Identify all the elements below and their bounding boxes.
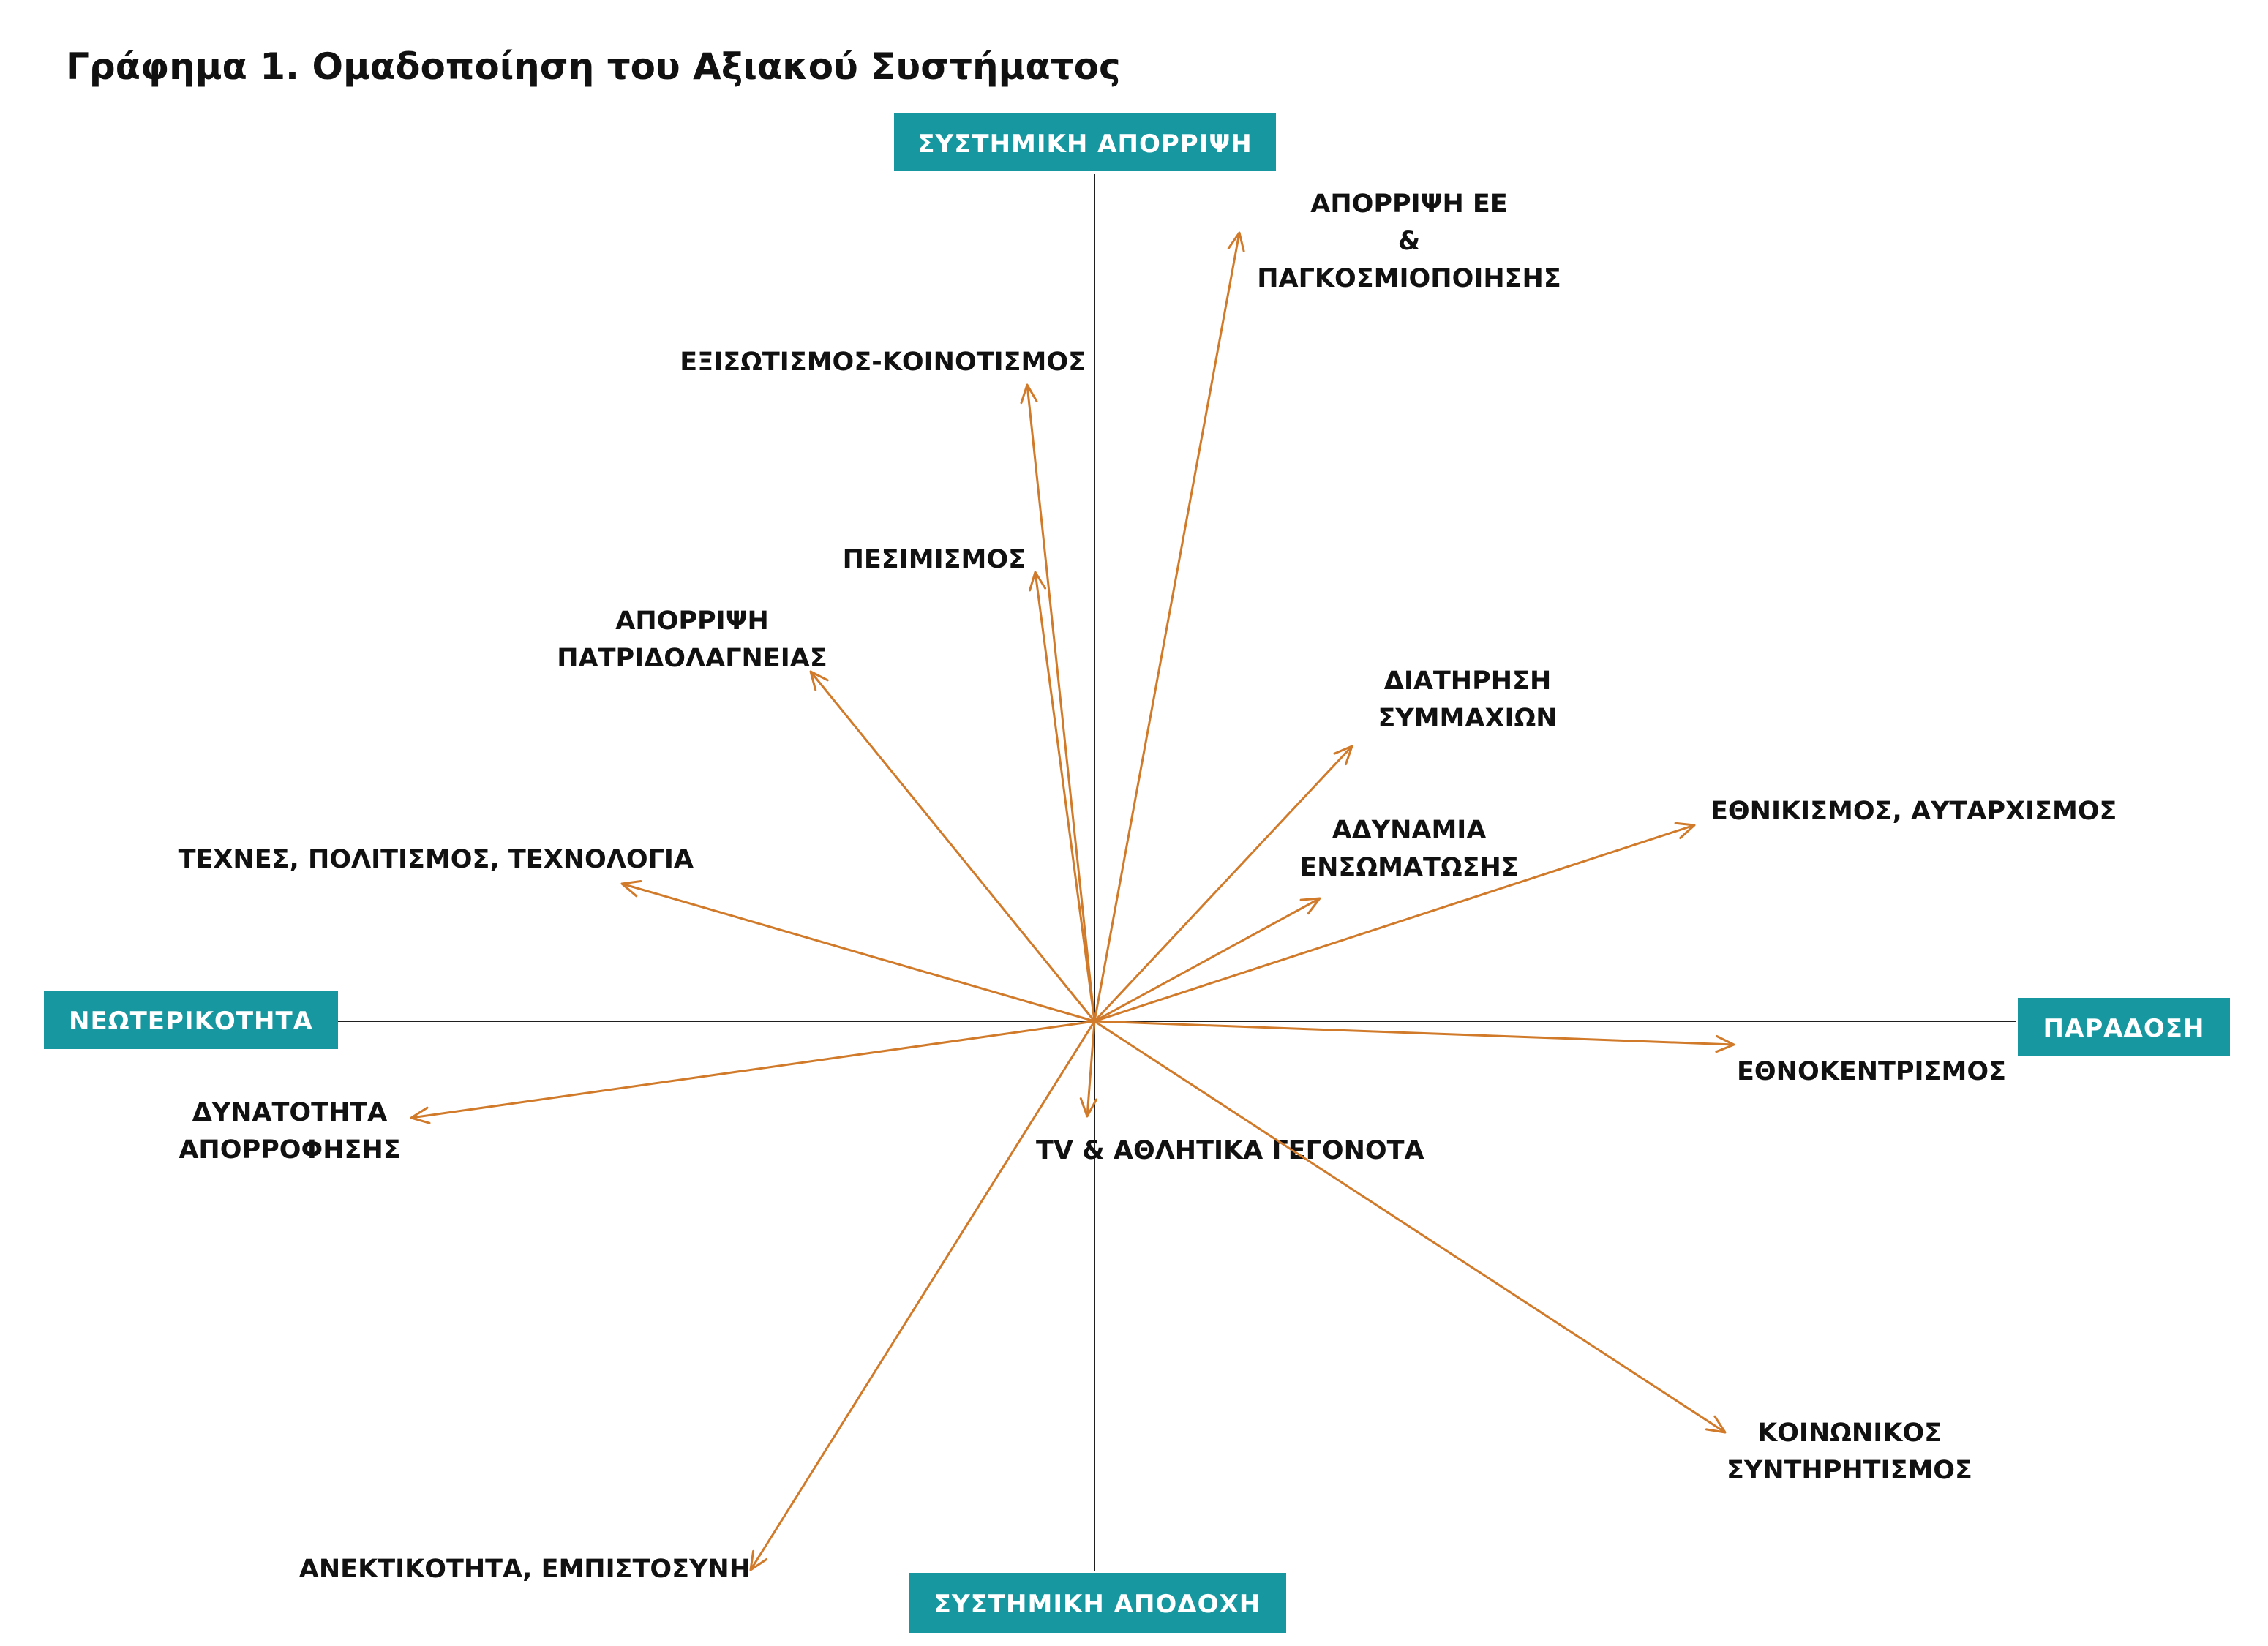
arrow-head-icon [1227, 231, 1245, 252]
vector-line-tv-sports-events [1086, 1021, 1096, 1117]
vector-line-rejection-chauvinism [809, 671, 1096, 1022]
arrow-head-icon [620, 880, 642, 898]
vector-label-line: ΠΑΓΚΟΣΜΙΟΠΟΙΗΣΗΣ [1257, 264, 1561, 293]
vector-label-tolerance-trust: ΑΝΕΚΤΙΚΟΤΗΤΑ, ΕΜΠΙΣΤΟΣΥΝΗ [299, 1555, 751, 1584]
vector-label-absorption-capacity: ΔΥΝΑΤΟΤΗΤΑ ΑΠΟΡΡΟΦΗΣΗΣ [179, 1098, 400, 1165]
vector-alliances-preservation: ΔΙΑΤΗΡΗΣΗ ΣΥΜΜΑΧΙΩΝ [1093, 666, 1558, 1023]
vector-label-arts-culture-technology: ΤΕΧΝΕΣ, ΠΟΛΙΤΙΣΜΟΣ, ΤΕΧΝΟΛΟΓΙΑ [179, 845, 694, 874]
axis-label-top: ΣΥΣΤΗΜΙΚΗ ΑΠΟΡΡΙΨΗ [917, 129, 1252, 159]
vector-label-line: ΣΥΝΤΗΡΗΤΙΣΜΟΣ [1727, 1456, 1972, 1485]
vector-label-line: ΔΥΝΑΤΟΤΗΤΑ [192, 1098, 388, 1127]
vector-label-line: & [1398, 227, 1421, 256]
arrow-head-icon [1715, 1035, 1735, 1053]
vector-label-line: ΑΠΟΡΡΟΦΗΣΗΣ [179, 1135, 400, 1165]
vector-rejection-eu-globalization: ΑΠΟΡΡΙΨΗ ΕΕ & ΠΑΓΚΟΣΜΙΟΠΟΙΗΣΗΣ [1093, 189, 1561, 1022]
arrow-head-icon [809, 670, 829, 691]
arrow-head-icon [1029, 571, 1047, 592]
arrow-head-icon [1299, 897, 1321, 915]
vector-label-line: ΑΔΥΝΑΜΙΑ [1332, 816, 1487, 845]
axis-label-left: ΝΕΩΤΕΡΙΚΟΤΗΤΑ [69, 1007, 313, 1036]
vector-label-rejection-eu-globalization: ΑΠΟΡΡΙΨΗ ΕΕ & ΠΑΓΚΟΣΜΙΟΠΟΙΗΣΗΣ [1257, 189, 1561, 293]
arrow-head-icon [1020, 383, 1038, 405]
vector-label-line: ΚΟΙΝΩΝΙΚΟΣ [1757, 1418, 1942, 1448]
axis-label-bottom: ΣΥΣΤΗΜΙΚΗ ΑΠΟΔΟΧΗ [934, 1590, 1261, 1619]
vector-egalitarianism-communitarianism: ΕΞΙΣΩΤΙΣΜΟΣ-ΚΟΙΝΟΤΙΣΜΟΣ [680, 347, 1096, 1022]
arrow-head-icon [1079, 1097, 1097, 1118]
vector-label-line: ΠΕΣΙΜΙΣΜΟΣ [843, 545, 1026, 574]
vector-absorption-capacity: ΔΥΝΑΤΟΤΗΤΑ ΑΠΟΡΡΟΦΗΣΗΣ [179, 1020, 1095, 1165]
vector-line-alliances-preservation [1093, 745, 1353, 1023]
vector-label-line: ΠΑΤΡΙΔΟΛΑΓΝΕΙΑΣ [557, 644, 827, 673]
vector-label-line: ΕΝΣΩΜΑΤΩΣΗΣ [1299, 853, 1519, 882]
vector-ethnocentrism: ΕΘΝΟΚΕΝΤΡΙΣΜΟΣ [1094, 1020, 2006, 1086]
vector-label-line: ΕΘΝΙΚΙΣΜΟΣ, ΑΥΤΑΡΧΙΣΜΟΣ [1711, 797, 2117, 826]
vector-label-alliances-preservation: ΔΙΑΤΗΡΗΣΗ ΣΥΜΜΑΧΙΩΝ [1378, 666, 1557, 733]
vector-tolerance-trust: ΑΝΕΚΤΙΚΟΤΗΤΑ, ΕΜΠΙΣΤΟΣΥΝΗ [299, 1021, 1096, 1584]
vector-label-line: ΑΠΟΡΡΙΨΗ ΕΕ [1310, 189, 1508, 219]
vector-label-nationalism-authoritarianism: ΕΘΝΙΚΙΣΜΟΣ, ΑΥΤΑΡΧΙΣΜΟΣ [1711, 797, 2117, 826]
vector-label-line: ΕΘΝΟΚΕΝΤΡΙΣΜΟΣ [1737, 1057, 2006, 1086]
vector-label-social-conservatism: ΚΟΙΝΩΝΙΚΟΣ ΣΥΝΤΗΡΗΤΙΣΜΟΣ [1727, 1418, 1972, 1485]
vector-arts-culture-technology: ΤΕΧΝΕΣ, ΠΟΛΙΤΙΣΜΟΣ, ΤΕΧΝΟΛΟΓΙΑ [179, 845, 1095, 1023]
arrow-head-icon [749, 1549, 768, 1571]
vector-tv-sports-events: TV & ΑΘΛΗΤΙΚΑ ΓΕΓΟΝΟΤΑ [1036, 1021, 1424, 1165]
vector-line-pessimism [1034, 571, 1096, 1022]
vector-label-line: ΑΠΟΡΡΙΨΗ [615, 606, 769, 636]
vector-line-social-conservatism [1094, 1020, 1726, 1434]
vector-line-ethnocentrism [1094, 1020, 1735, 1046]
vector-line-tolerance-trust [749, 1021, 1096, 1571]
diagram-title: Γράφημα 1. Ομαδοποίηση του Αξιακού Συστή… [66, 45, 1121, 88]
vectors: ΑΠΟΡΡΙΨΗ ΕΕ & ΠΑΓΚΟΣΜΙΟΠΟΙΗΣΗΣ ΕΞΙΣΩΤΙΣΜΟΣ-… [179, 189, 2117, 1584]
vector-social-conservatism: ΚΟΙΝΩΝΙΚΟΣ ΣΥΝΤΗΡΗΤΙΣΜΟΣ [1094, 1020, 1972, 1485]
vector-label-line: ΑΝΕΚΤΙΚΟΤΗΤΑ, ΕΜΠΙΣΤΟΣΥΝΗ [299, 1555, 751, 1584]
vector-pessimism: ΠΕΣΙΜΙΣΜΟΣ [843, 545, 1096, 1022]
vector-line-absorption-capacity [410, 1020, 1095, 1119]
axis-label-right: ΠΑΡΑΔΟΣΗ [2043, 1014, 2205, 1043]
vector-nationalism-authoritarianism: ΕΘΝΙΚΙΣΜΟΣ, ΑΥΤΑΡΧΙΣΜΟΣ [1094, 797, 2117, 1023]
vector-label-tv-sports-events: TV & ΑΘΛΗΤΙΚΑ ΓΕΓΟΝΟΤΑ [1036, 1136, 1424, 1165]
vector-line-integration-weakness [1094, 897, 1321, 1023]
vector-label-line: ΔΙΑΤΗΡΗΣΗ [1384, 666, 1552, 696]
axis-box-top: ΣΥΣΤΗΜΙΚΗ ΑΠΟΡΡΙΨΗ [894, 113, 1276, 171]
arrow-head-icon [1705, 1415, 1727, 1434]
vector-label-egalitarianism-communitarianism: ΕΞΙΣΩΤΙΣΜΟΣ-ΚΟΙΝΟΤΙΣΜΟΣ [680, 347, 1086, 377]
axis-box-right: ΠΑΡΑΔΟΣΗ [2018, 998, 2230, 1056]
vector-rejection-chauvinism: ΑΠΟΡΡΙΨΗ ΠΑΤΡΙΔΟΛΑΓΝΕΙΑΣ [557, 606, 1096, 1022]
vector-label-line: ΤΕΧΝΕΣ, ΠΟΛΙΤΙΣΜΟΣ, ΤΕΧΝΟΛΟΓΙΑ [179, 845, 694, 874]
vector-integration-weakness: ΑΔΥΝΑΜΙΑ ΕΝΣΩΜΑΤΩΣΗΣ [1094, 816, 1519, 1023]
arrow-head-icon [410, 1106, 431, 1124]
arrow-head-icon [1333, 745, 1353, 766]
vector-label-integration-weakness: ΑΔΥΝΑΜΙΑ ΕΝΣΩΜΑΤΩΣΗΣ [1299, 816, 1519, 882]
axes: ΣΥΣΤΗΜΙΚΗ ΑΠΟΡΡΙΨΗ ΣΥΣΤΗΜΙΚΗ ΑΠΟΔΟΧΗ ΝΕΩ… [44, 113, 2230, 1633]
axis-box-left: ΝΕΩΤΕΡΙΚΟΤΗΤΑ [44, 991, 338, 1049]
vector-line-rejection-eu-globalization [1093, 232, 1241, 1022]
vector-label-line: ΣΥΜΜΑΧΙΩΝ [1378, 704, 1557, 733]
vector-label-rejection-chauvinism: ΑΠΟΡΡΙΨΗ ΠΑΤΡΙΔΟΛΑΓΝΕΙΑΣ [557, 606, 827, 673]
vector-label-line: ΕΞΙΣΩΤΙΣΜΟΣ-ΚΟΙΝΟΤΙΣΜΟΣ [680, 347, 1086, 377]
vector-line-arts-culture-technology [621, 882, 1095, 1023]
vector-label-line: TV & ΑΘΛΗΤΙΚΑ ΓΕΓΟΝΟΤΑ [1036, 1136, 1424, 1165]
axis-box-bottom: ΣΥΣΤΗΜΙΚΗ ΑΠΟΔΟΧΗ [909, 1573, 1286, 1633]
vector-label-pessimism: ΠΕΣΙΜΙΣΜΟΣ [843, 545, 1026, 574]
vector-line-egalitarianism-communitarianism [1026, 384, 1096, 1022]
arrow-head-icon [1674, 822, 1696, 839]
vector-line-nationalism-authoritarianism [1094, 824, 1695, 1023]
vector-label-ethnocentrism: ΕΘΝΟΚΕΝΤΡΙΣΜΟΣ [1737, 1057, 2006, 1086]
